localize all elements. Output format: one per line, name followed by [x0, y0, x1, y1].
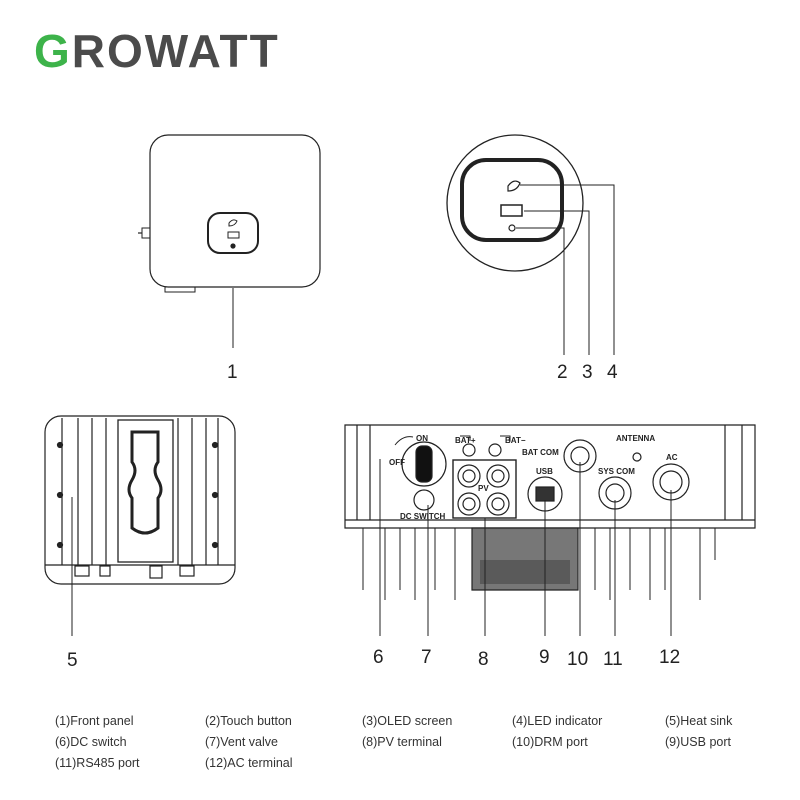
- label-bat-com: BAT COM: [522, 448, 559, 457]
- callout-10: 10: [567, 649, 588, 670]
- label-on: ON: [416, 434, 428, 443]
- label-bat-plus: BAT+: [455, 436, 476, 445]
- callout-2: 2: [557, 362, 568, 383]
- callout-12: 12: [659, 647, 680, 668]
- label-pv: PV: [478, 484, 489, 493]
- callout-11: 11: [603, 649, 623, 670]
- front-view: [138, 134, 321, 348]
- label-ac: AC: [666, 453, 678, 462]
- bottom-view: [344, 424, 756, 636]
- zoom-view: [446, 134, 615, 355]
- label-dc-switch: DC SWITCH: [400, 512, 446, 521]
- growatt-logo: GROWATT: [34, 26, 280, 76]
- callout-8: 8: [478, 649, 489, 670]
- label-off: OFF: [389, 458, 405, 467]
- callout-9: 9: [539, 647, 550, 668]
- callout-3: 3: [582, 362, 593, 383]
- panel-labels: ON OFF BAT+ BAT− BAT COM ANTENNA USB SYS…: [389, 434, 678, 521]
- callout-4: 4: [607, 362, 618, 383]
- label-usb: USB: [536, 467, 553, 476]
- label-bat-minus: BAT−: [505, 436, 526, 445]
- callout-7: 7: [421, 647, 432, 668]
- callout-5: 5: [67, 650, 78, 671]
- callout-6: 6: [373, 647, 384, 668]
- side-view: [44, 415, 236, 636]
- label-antenna: ANTENNA: [616, 434, 655, 443]
- label-sys-com: SYS COM: [598, 467, 635, 476]
- callout-numbers: 1 2 3 4 5 6 7 8 9 10 11 12: [67, 362, 680, 671]
- callout-1: 1: [227, 362, 238, 383]
- logo-text: GROWATT: [34, 25, 280, 77]
